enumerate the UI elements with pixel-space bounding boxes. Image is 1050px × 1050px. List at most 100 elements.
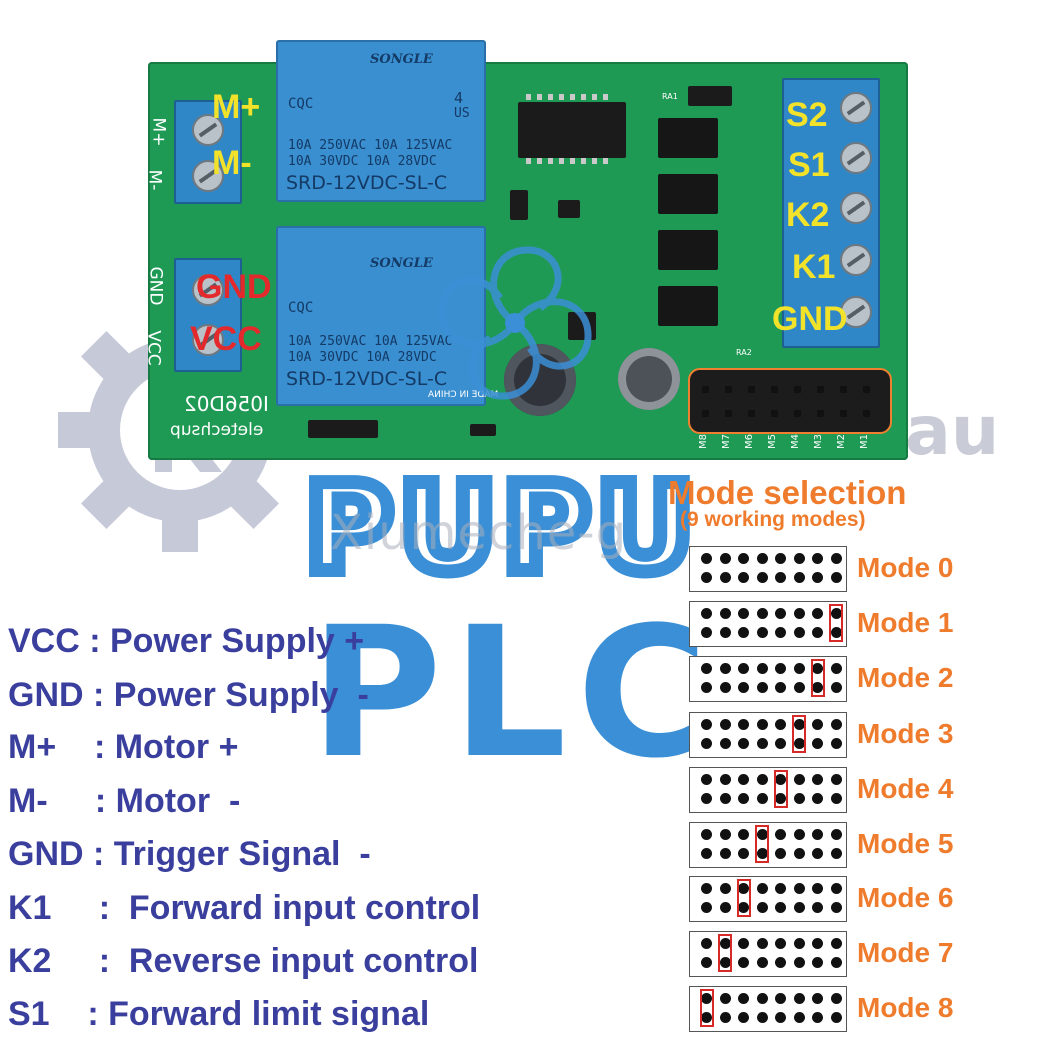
jumper-pin-dot	[756, 572, 768, 583]
swirl-logo-watermark-icon	[438, 246, 592, 400]
jumper-pin-dot	[738, 938, 749, 949]
jumper-pin-dot	[793, 608, 805, 619]
jumper-pin-dot	[793, 902, 805, 913]
jumper-pin-dot	[701, 902, 712, 913]
signal-terminal-block	[782, 78, 880, 348]
jumper-pin-dot	[756, 883, 768, 894]
jumper-pin-dot	[793, 993, 805, 1004]
jumper-cap-marker	[736, 879, 751, 917]
jumper-pin-dot	[775, 738, 786, 749]
jumper-pin-dot	[830, 993, 842, 1004]
mode-label: Mode 0	[857, 552, 954, 583]
jumper-in	[308, 420, 378, 438]
jumper-pin-dot	[812, 793, 823, 804]
jumper-pin-dot	[701, 993, 712, 1004]
jumper-pin-dot	[830, 738, 842, 749]
mode-label: Mode 6	[857, 882, 954, 913]
legend-line: GND : Trigger Signal -	[8, 835, 371, 873]
jumper-pin-dot	[793, 957, 805, 968]
jumper-pin-dot	[738, 663, 749, 674]
jumper-pin-dot	[775, 572, 786, 583]
jumper-pin-dot	[793, 848, 805, 859]
jumper-pin-dot	[719, 902, 731, 913]
jumper-cap-marker	[829, 604, 843, 642]
silk-m-plus: M+	[148, 117, 169, 147]
jumper-pin-dot	[738, 553, 749, 564]
jumper-pin-dot	[812, 719, 823, 730]
jumper-pin-dot	[830, 663, 842, 674]
jumper-pin-dot	[756, 608, 768, 619]
jumper-pin-dot	[719, 848, 731, 859]
header-pin	[863, 410, 870, 417]
relay-1-model: SRD-12VDC-SL-C	[286, 172, 448, 194]
jumper-pin-dot	[775, 938, 786, 949]
jumper-pin-dot	[775, 627, 786, 638]
power-terminal-block	[174, 258, 242, 372]
jumper-pin-dot	[756, 848, 768, 859]
jumper-pin-dot	[812, 883, 823, 894]
jumper-pin-dot	[793, 663, 805, 674]
jumper-pin-dot	[812, 553, 823, 564]
relay-1: SONGLE CQC 4 US 10A 250VAC 10A 125VAC 10…	[276, 40, 486, 202]
callout-vcc: VCC	[190, 320, 262, 358]
jumper-cap-marker	[773, 770, 788, 808]
header-pin	[840, 410, 847, 417]
mode-jumper-diagram	[689, 712, 847, 758]
relay-2-rating-2: 10A 30VDC 10A 28VDC	[288, 350, 437, 365]
jumper-pin-dot	[793, 774, 805, 785]
relay-1-cert: CQC	[288, 96, 314, 112]
jumper-pin-dot	[812, 738, 823, 749]
header-pin	[863, 386, 870, 393]
pupu-plc-watermark: PUPU PLC	[300, 470, 709, 770]
board-model: I056D02	[184, 392, 269, 416]
mode-label: Mode 3	[857, 718, 954, 749]
mode-jumper-diagram	[689, 931, 847, 977]
jumper-pin-dot	[793, 627, 805, 638]
relay-1-us: US	[454, 106, 470, 121]
header-pin	[771, 410, 778, 417]
jumper-pin-dot	[830, 1012, 842, 1023]
mode-pin-header[interactable]	[688, 368, 892, 434]
header-pin	[771, 386, 778, 393]
jumper-pin-dot	[830, 938, 842, 949]
jumper-pin-dot	[830, 883, 842, 894]
jumper-pin-dot	[830, 572, 842, 583]
jumper-pin-dot	[719, 1012, 731, 1023]
jumper-pin-dot	[701, 663, 712, 674]
jumper-pin-dot	[775, 793, 786, 804]
jumper-pin-dot	[830, 957, 842, 968]
jumper-pin-dot	[812, 938, 823, 949]
jumper-pin-dot	[701, 938, 712, 949]
jumper-pin-dot	[812, 663, 823, 674]
jumper-pin-dot	[775, 553, 786, 564]
header-pin	[817, 410, 824, 417]
header-pin	[794, 410, 801, 417]
mode-jumper-diagram	[689, 767, 847, 813]
silk-ra2: RA2	[736, 348, 752, 357]
header-pin-label: M7	[721, 434, 732, 449]
jumper-pin-dot	[701, 774, 712, 785]
relay-2-rating-1: 10A 250VAC 10A 125VAC	[288, 334, 453, 349]
jumper-pin-dot	[738, 572, 749, 583]
jumper-pin-dot	[775, 774, 786, 785]
jumper-pin-dot	[775, 829, 786, 840]
jumper-pin-dot	[738, 829, 749, 840]
jumper-pin-dot	[719, 883, 731, 894]
jumper-pin-dot	[793, 553, 805, 564]
legend-line: S1 : Forward limit signal	[8, 995, 430, 1033]
header-pin	[840, 386, 847, 393]
legend-line: K2 : Reverse input control	[8, 942, 479, 980]
jumper-pin-dot	[701, 719, 712, 730]
header-pin	[702, 410, 709, 417]
jumper-pin-dot	[793, 682, 805, 693]
jumper-pin-dot	[812, 829, 823, 840]
pcb-board: M+ M- GND VCC SONGLE CQC 4 US 10A 250VAC…	[144, 40, 908, 460]
mode-jumper-diagram	[689, 546, 847, 592]
jumper-pin-dot	[701, 553, 712, 564]
header-pin	[794, 386, 801, 393]
mode-label: Mode 2	[857, 662, 954, 693]
jumper-pin-dot	[756, 902, 768, 913]
jumper-pin-dot	[775, 902, 786, 913]
optocoupler-3	[658, 230, 718, 270]
